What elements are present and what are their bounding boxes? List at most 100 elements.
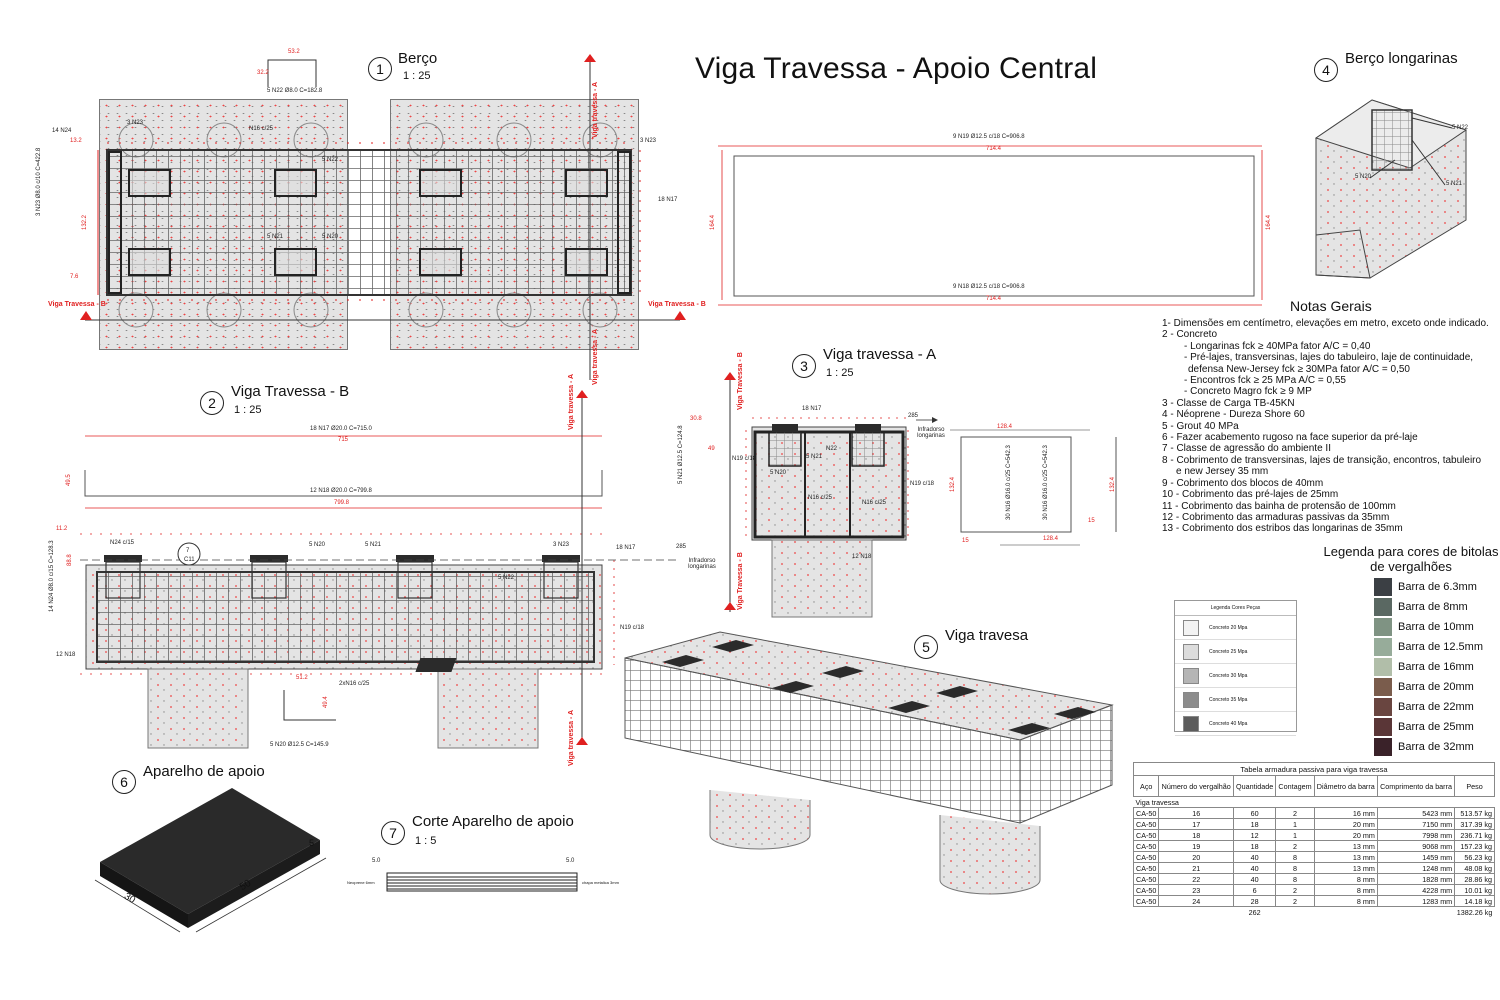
v1-n22: 5 N22 <box>322 157 339 163</box>
view-2-title: Viga Travessa - B <box>231 383 350 400</box>
bar-legend-label: Barra de 22mm <box>1398 701 1474 713</box>
table-cell: 10.01 kg <box>1454 884 1495 896</box>
v2-mid-dim: 799.8 <box>334 500 350 506</box>
note-4: 4 - Néoprene - Dureza Shore 60 <box>1162 409 1305 421</box>
v2-top-bar: 18 N17 Ø20.0 C=715.0 <box>310 426 372 432</box>
bar-color-swatch <box>1374 578 1392 596</box>
table-cell: 1 <box>1275 829 1315 841</box>
v3-n18: 12 N18 <box>852 554 872 560</box>
table-cell: 8 mm <box>1313 895 1378 907</box>
piece-color-swatch <box>1183 715 1199 732</box>
table-cell: CA-50 <box>1132 862 1160 874</box>
total-weight: 1382.26 kg <box>1456 907 1493 917</box>
table-cell: CA-50 <box>1132 807 1160 819</box>
piece-legend-item: Concreto 40 Mpa <box>1175 712 1296 736</box>
view-4-title: Berço longarinas <box>1345 50 1458 67</box>
table-cell: 12 <box>1232 829 1277 841</box>
v1-cut-b-right: Viga Travessa - B <box>648 301 706 308</box>
table-cell: 48.08 kg <box>1454 862 1495 874</box>
rebar-table: Tabela armadura passiva para viga traves… <box>1132 762 1495 917</box>
table-cell: 1283 mm <box>1376 895 1456 907</box>
v6-dim-5: 5 <box>309 838 315 848</box>
v1-n21: 5 N21 <box>267 234 284 240</box>
note-2d: - Concreto Magro fck ≥ 9 MP <box>1184 386 1312 398</box>
table-cell: 13 mm <box>1313 851 1378 863</box>
v2-n20-bottom: 5 N20 Ø12.5 C=145.9 <box>270 742 329 748</box>
v1-n24: 14 N24 <box>52 128 72 134</box>
bar-legend-item: Barra de 25mm <box>1374 718 1474 736</box>
table-cell: 8 <box>1275 873 1315 885</box>
v3-n17: 18 N17 <box>802 406 822 412</box>
piece-legend-label: Concreto 40 Mpa <box>1209 720 1248 727</box>
v2-dim-11: 11.2 <box>56 526 68 532</box>
v2-pile-left <box>147 668 249 749</box>
view-6-number: 6 <box>112 770 136 794</box>
bar-legend-item: Barra de 32mm <box>1374 738 1474 756</box>
v2-pile-right <box>437 668 539 749</box>
table-cell: 157.23 kg <box>1454 840 1495 852</box>
v3-n16b: N16 c/25 <box>862 500 887 506</box>
v1-n23-side: 3 N23 Ø8.0 c/10 C=422.8 <box>36 147 42 216</box>
v1-n20: 5 N20 <box>322 234 339 240</box>
piece-legend-item: Concreto 30 Mpa <box>1175 664 1296 688</box>
table-cell: 8 <box>1275 851 1315 863</box>
table-cell: 28 <box>1232 895 1277 907</box>
v1b-height-right: 164.4 <box>1266 214 1272 230</box>
v3-dim-285: 285 <box>908 413 919 419</box>
view-3-title: Viga travessa - A <box>823 346 937 363</box>
v1-cut-a-top: Viga travessa - A <box>592 81 599 138</box>
col-quantidade: Quantidade <box>1232 775 1277 797</box>
v3-dim-128-top: 128.4 <box>997 424 1013 430</box>
v2-n19: N19 c/18 <box>620 625 645 631</box>
bar-legend-item: Barra de 20mm <box>1374 678 1474 696</box>
v1b-bottom-bar: 9 N18 Ø12.5 c/18 C=906.8 <box>953 284 1025 290</box>
v3-dim-15-right: 15 <box>1088 518 1095 524</box>
v2-callout-sub: C11 <box>184 557 195 563</box>
v1b-top-bar: 9 N19 Ø12.5 c/18 C=906.8 <box>953 134 1025 140</box>
table-cell: 8 mm <box>1313 873 1378 885</box>
v3-n19: N19 c/18 <box>732 456 757 462</box>
v1-n23a: 3 N23 <box>127 120 144 126</box>
v2-n24: N24 c/15 <box>110 540 135 546</box>
table-cell: 7998 mm <box>1376 829 1456 841</box>
bar-legend-label: Barra de 6.3mm <box>1398 581 1477 593</box>
general-notes: 1- Dimensões em centímetro, elevações em… <box>1162 318 1489 535</box>
v2-callout: 7 <box>186 548 190 554</box>
col-comprimento: Comprimento da barra <box>1376 775 1456 797</box>
view-7-title: Corte Aparelho de apoio <box>412 813 574 830</box>
table-cell: CA-50 <box>1132 895 1160 907</box>
v3-cut-b-bottom: Viga Travessa - B <box>737 552 744 610</box>
piece-legend-label: Concreto 20 Mpa <box>1209 624 1248 631</box>
table-cell: 13 mm <box>1313 840 1378 852</box>
table-cell: 20 mm <box>1313 829 1378 841</box>
table-cell: 1459 mm <box>1376 851 1456 863</box>
v3-n21-side: 5 N21 Ø12.5 C=124.8 <box>678 425 684 484</box>
bar-legend-title: Legenda para cores de bitolas de vergalh… <box>1323 544 1499 574</box>
view-7-number: 7 <box>381 821 405 845</box>
table-cell: 14.18 kg <box>1454 895 1495 907</box>
total-quantity: 262 <box>1248 907 1261 917</box>
v1-n22-top: 5 N22 Ø8.0 C=182.8 <box>267 88 323 94</box>
table-cell: 16 <box>1158 807 1234 819</box>
view-1-title: Berço <box>398 50 438 67</box>
piece-color-swatch <box>1183 619 1199 636</box>
v2-dim-49: 49.4 <box>323 696 329 708</box>
bar-color-swatch <box>1374 658 1392 676</box>
note-3: 3 - Classe de Carga TB-45KN <box>1162 397 1295 409</box>
bar-legend-label: Barra de 25mm <box>1398 721 1474 733</box>
table-cell: 28.86 kg <box>1454 873 1495 885</box>
table-cell: 40 <box>1232 851 1277 863</box>
v2-n21: 5 N21 <box>365 542 382 548</box>
v1b-top-dim: 714.4 <box>986 146 1002 152</box>
table-group: Viga travessa <box>1133 796 1495 808</box>
v2-n16: 2xN16 c/25 <box>339 681 370 687</box>
v1-n23b: 3 N23 <box>640 138 657 144</box>
bar-legend-label: Barra de 32mm <box>1398 741 1474 753</box>
v7-label-right: chapa metalica 3mm <box>582 880 619 885</box>
v2-n20: 5 N20 <box>309 542 326 548</box>
v1b-bottom-dim: 714.4 <box>986 296 1002 302</box>
